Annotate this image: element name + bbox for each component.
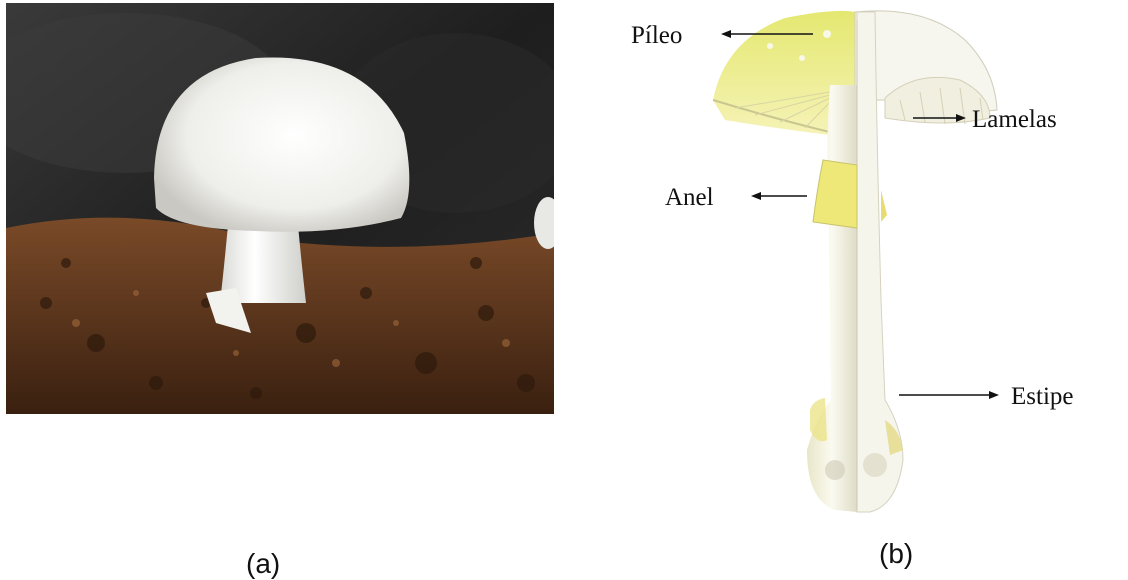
label-lamelas: Lamelas [972, 106, 1057, 133]
mushroom-diagram-svg: Píleo Lamelas Anel Estipe [585, 0, 1128, 520]
label-pileo: Píleo [631, 22, 682, 49]
stem-left [807, 85, 857, 512]
mushroom-photo [6, 3, 554, 414]
caption-a: (a) [246, 548, 280, 580]
caption-b: (b) [879, 538, 913, 570]
label-anel: Anel [665, 184, 714, 211]
mushroom-diagram: Píleo Lamelas Anel Estipe [585, 0, 1128, 520]
label-estipe: Estipe [1011, 383, 1074, 410]
mushroom-photo-svg [6, 3, 554, 414]
ring [813, 160, 857, 228]
